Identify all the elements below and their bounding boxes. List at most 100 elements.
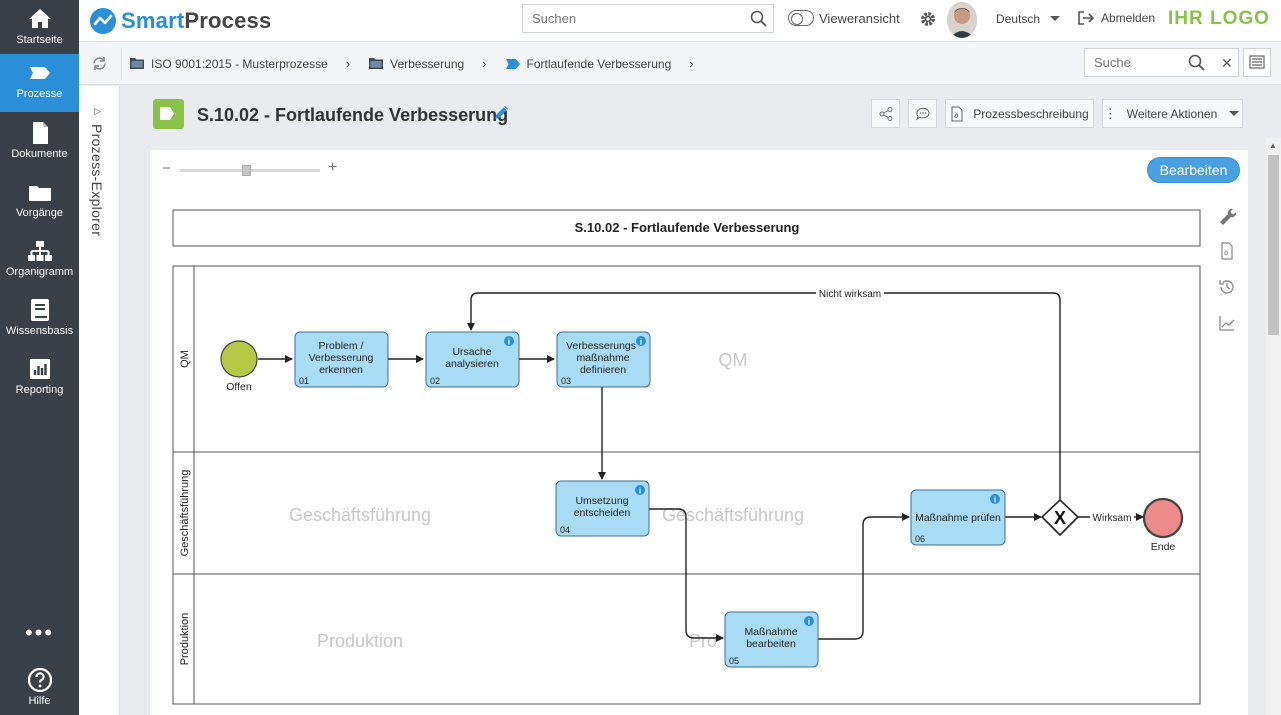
svg-text:05: 05 xyxy=(729,656,739,666)
brand-logo[interactable]: SmartProcess xyxy=(89,5,271,37)
svg-text:Problem /: Problem / xyxy=(319,340,364,352)
main-navigation: Startseite Prozesse Dokumente Vorgänge O… xyxy=(0,0,79,715)
process-explorer-panel[interactable]: ▷ Prozess-Explorer xyxy=(79,86,120,715)
nav-label: Dokumente xyxy=(11,148,68,160)
pdf-export-button[interactable] xyxy=(1215,241,1245,277)
scrollbar-thumb[interactable] xyxy=(1268,155,1279,335)
nav-label: Organigramm xyxy=(5,266,74,278)
search-icon[interactable] xyxy=(750,10,767,27)
share-icon xyxy=(879,106,892,121)
svg-text:Umsetzung: Umsetzung xyxy=(575,495,628,507)
svg-text:i: i xyxy=(994,496,996,505)
task-06[interactable]: Maßnahme prüfen 06 i xyxy=(910,489,1006,546)
edit-button[interactable]: Bearbeiten xyxy=(1147,157,1240,183)
logout-icon xyxy=(1078,11,1095,25)
breadcrumb-item[interactable]: Verbesserung xyxy=(368,57,464,71)
gear-icon[interactable] xyxy=(919,10,937,28)
bar-chart-icon xyxy=(29,359,50,379)
task-01[interactable]: Problem / Verbesserung erkennen 01 xyxy=(294,331,389,388)
share-button[interactable] xyxy=(871,99,900,128)
divider xyxy=(121,48,122,80)
end-event[interactable] xyxy=(1142,497,1184,539)
task-04[interactable]: Umsetzung entscheiden 04 i xyxy=(555,480,650,537)
refresh-icon[interactable] xyxy=(91,55,108,72)
user-avatar[interactable] xyxy=(947,2,977,38)
info-icon[interactable] xyxy=(636,336,646,346)
folder-icon xyxy=(130,58,144,69)
expand-triangle-icon[interactable]: ▷ xyxy=(94,106,101,116)
process-type-icon xyxy=(153,99,184,129)
info-icon[interactable] xyxy=(990,494,1000,504)
info-icon[interactable] xyxy=(804,616,814,626)
wrench-button[interactable] xyxy=(1215,205,1245,241)
gateway-x-icon: X xyxy=(1054,508,1066,528)
zoom-in-icon[interactable]: + xyxy=(328,159,338,176)
process-description-button[interactable]: Prozessbeschreibung xyxy=(945,99,1094,128)
more-menu-button[interactable]: ••• xyxy=(24,620,55,645)
pencil-icon[interactable] xyxy=(492,104,510,122)
nav-item-dokumente[interactable]: Dokumente xyxy=(0,114,79,172)
lane-label-produktion: Produktion xyxy=(179,613,191,666)
nav-item-reporting[interactable]: Reporting xyxy=(0,350,79,408)
nav-label: Reporting xyxy=(15,384,64,396)
process-search-input[interactable] xyxy=(1085,49,1180,76)
list-view-button[interactable] xyxy=(1243,48,1271,77)
svg-text:i: i xyxy=(508,338,510,347)
nav-label: Wissensbasis xyxy=(5,325,74,337)
nav-item-hilfe[interactable]: Hilfe xyxy=(0,664,79,715)
folder-icon xyxy=(369,58,384,69)
analytics-button[interactable] xyxy=(1215,313,1245,349)
breadcrumb-item[interactable]: Fortlaufende Verbesserung xyxy=(505,57,671,71)
chevron-right-icon: › xyxy=(482,56,487,71)
page-scrollbar[interactable]: ▲ xyxy=(1266,138,1281,715)
viewer-mode-toggle[interactable]: Vieweransicht xyxy=(788,10,900,26)
lane-watermark: Geschäftsführung xyxy=(662,505,804,525)
start-event[interactable] xyxy=(220,340,258,378)
task-03[interactable]: Verbesserungs maßnahme definieren 03 i xyxy=(556,331,651,388)
nav-item-startseite[interactable]: Startseite xyxy=(0,0,79,58)
svg-text:maßnahme: maßnahme xyxy=(576,352,629,364)
vertical-dots-icon: ⋮ xyxy=(1103,105,1117,121)
zoom-slider[interactable]: − + xyxy=(162,159,342,178)
folder-icon xyxy=(28,186,51,201)
svg-text:Maßnahme: Maßnahme xyxy=(744,626,797,638)
close-icon[interactable]: ✕ xyxy=(1221,55,1233,71)
svg-text:Maßnahme prüfen: Maßnahme prüfen xyxy=(915,512,1001,524)
svg-text:i: i xyxy=(808,618,810,627)
exclusive-gateway[interactable] xyxy=(1040,498,1080,537)
info-icon[interactable] xyxy=(635,485,645,495)
chevron-right-icon: › xyxy=(345,56,351,71)
comment-button[interactable] xyxy=(908,99,937,128)
nav-item-prozesse[interactable]: Prozesse xyxy=(0,54,79,112)
info-icon[interactable] xyxy=(504,336,514,346)
nav-label: Hilfe xyxy=(28,695,51,707)
zoom-out-icon[interactable]: − xyxy=(162,160,171,177)
nav-item-organigramm[interactable]: Organigramm xyxy=(0,232,79,290)
diagram-title: S.10.02 - Fortlaufende Verbesserung xyxy=(575,220,800,235)
chevron-right-icon[interactable]: › xyxy=(689,56,694,71)
nav-label: Vorgänge xyxy=(15,207,64,219)
lane-watermark: Pro xyxy=(689,631,717,651)
breadcrumb-item[interactable]: ISO 9001:2015 - Musterprozesse xyxy=(129,57,328,71)
global-search-input[interactable] xyxy=(523,5,733,32)
zoom-thumb[interactable] xyxy=(242,165,251,176)
svg-text:i: i xyxy=(640,338,642,347)
diagram-canvas[interactable]: − + Bearbeiten S.10.02 - Fortlaufende Ve… xyxy=(150,150,1248,715)
language-select[interactable]: Deutsch xyxy=(996,12,1064,26)
svg-text:04: 04 xyxy=(560,525,570,535)
nav-item-vorgaenge[interactable]: Vorgänge xyxy=(0,173,79,231)
list-icon xyxy=(1249,55,1265,69)
svg-text:i: i xyxy=(639,487,641,496)
scroll-up-icon[interactable]: ▲ xyxy=(1269,141,1277,150)
brand-name: SmartProcess xyxy=(121,8,272,33)
viewer-mode-label: Vieweransicht xyxy=(819,10,900,26)
logout-button[interactable]: Abmelden xyxy=(1077,10,1155,26)
task-05[interactable]: Maßnahme bearbeiten 05 i xyxy=(724,611,819,668)
nav-item-wissensbasis[interactable]: Wissensbasis xyxy=(0,291,79,349)
svg-text:Verbesserung: Verbesserung xyxy=(309,352,374,364)
pdf-icon xyxy=(1221,242,1233,260)
search-icon[interactable] xyxy=(1188,54,1205,71)
more-actions-dropdown[interactable]: ⋮ Weitere Aktionen xyxy=(1102,99,1243,128)
task-02[interactable]: Ursache analysieren 02 i xyxy=(425,331,520,388)
history-button[interactable] xyxy=(1215,277,1245,313)
